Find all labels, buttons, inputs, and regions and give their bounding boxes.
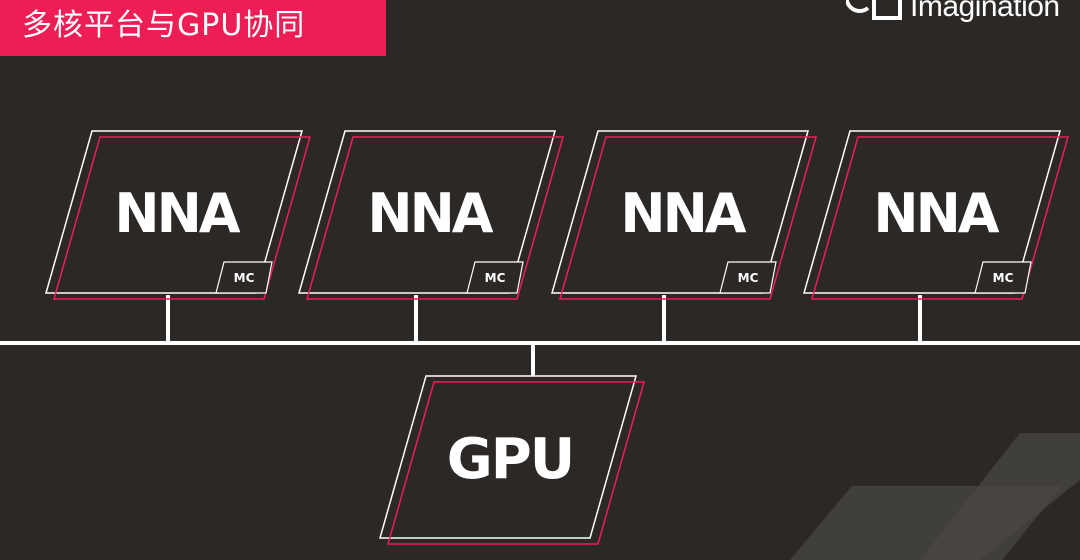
decor-stripe-2: [920, 433, 1080, 560]
mc-badge-2: [466, 261, 524, 294]
mc-label-3: MC: [737, 271, 759, 285]
mc-label-4: MC: [992, 271, 1014, 285]
mc-label-2: MC: [484, 271, 506, 285]
nna-label-3: NNA: [620, 182, 746, 245]
logo-text: Imagination: [910, 0, 1060, 23]
mc-label-1: MC: [233, 271, 255, 285]
nna-core-1: [45, 130, 311, 300]
mc-badge-3: [719, 261, 777, 294]
title-banner: 多核平台与GPU协同: [0, 0, 386, 56]
slide-title: 多核平台与GPU协同: [22, 8, 306, 43]
nna-label-2: NNA: [367, 182, 493, 245]
nna-core-3: [551, 130, 817, 300]
mc-badge-1: [215, 261, 273, 294]
nna-label-1: NNA: [114, 182, 240, 245]
gpu-label: GPU: [446, 427, 575, 492]
imagination-logo-icon: [846, 0, 902, 20]
nna-core-2: [298, 130, 564, 300]
nna-label-4: NNA: [873, 182, 999, 245]
nna-core-4: [803, 130, 1069, 300]
gpu-block: [379, 375, 645, 545]
mc-badge-4: [974, 261, 1032, 294]
